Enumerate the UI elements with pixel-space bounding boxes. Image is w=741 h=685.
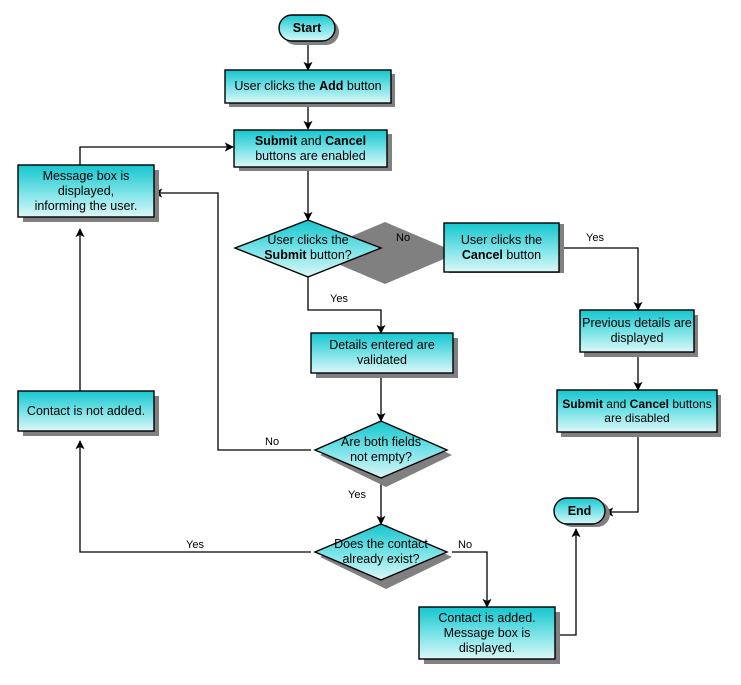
edge-submitq-yes-to-validated [307,277,386,334]
node-fields-decision[interactable] [313,420,449,479]
edge-label-submit-no: No [396,232,411,244]
edge-disabled-to-end [604,432,639,517]
node-start[interactable] [278,14,336,42]
edge-label-fields-yes: Yes [348,489,366,501]
edge-cancel-yes-to-prevdetails [558,247,643,311]
edge-fieldsq-no-to-msgbox [153,188,311,451]
edge-label-cancel-yes: Yes [586,232,604,244]
node-buttons-disabled[interactable] [556,389,718,433]
edge-label-exists-yes: Yes [186,539,204,551]
node-contact-added[interactable] [418,606,556,660]
node-message-box[interactable] [17,164,155,218]
edge-added-to-end [555,528,581,636]
edge-existsq-yes-to-notadded [75,440,311,553]
node-previous-details[interactable] [579,309,695,353]
edge-label-submit-yes: Yes [330,293,348,305]
edge-msgbox-to-enabled [79,142,234,165]
edge-existsq-no-to-added [452,551,492,608]
node-layer [17,14,718,660]
node-contact-not-added[interactable] [17,390,155,432]
edge-label-exists-no: No [458,539,473,551]
node-cancel-button[interactable] [443,222,560,273]
node-add-button[interactable] [224,69,392,104]
node-submit-decision[interactable] [233,219,383,278]
node-buttons-enabled[interactable] [233,129,388,168]
node-exists-decision[interactable] [313,523,449,581]
node-details-validated[interactable] [310,332,454,374]
node-end[interactable] [553,497,606,525]
edge-layer [75,43,643,636]
edge-label-fields-no: No [265,436,280,448]
